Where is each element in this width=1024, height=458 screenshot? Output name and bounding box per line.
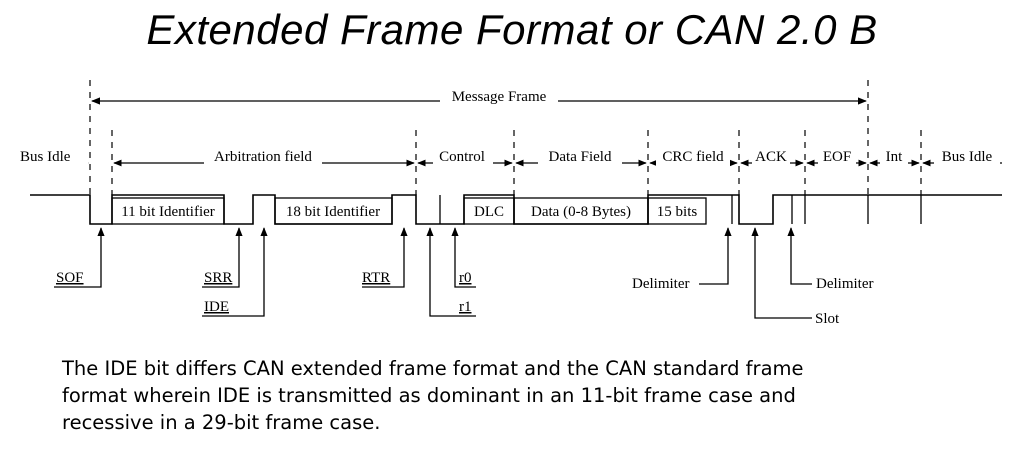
caption-line-2: format wherein IDE is transmitted as dom… bbox=[62, 384, 796, 407]
sof-label: SOF bbox=[56, 270, 84, 286]
data-field-label: Data Field bbox=[549, 149, 612, 165]
message-frame-span: Message Frame bbox=[91, 88, 867, 106]
int-label: Int bbox=[886, 149, 903, 165]
data-bytes-label: Data (0-8 Bytes) bbox=[531, 204, 631, 220]
field-box-labels: 11 bit Identifier 18 bit Identifier DLC … bbox=[121, 204, 697, 220]
bus-idle-left-label: Bus Idle bbox=[20, 149, 71, 165]
signal-waveform bbox=[30, 194, 1002, 225]
crc-delimiter-label: Delimiter bbox=[632, 276, 689, 292]
ide-label: IDE bbox=[204, 299, 229, 315]
caption-line-3: recessive in a 29-bit frame case. bbox=[62, 411, 381, 434]
id18-label: 18 bit Identifier bbox=[286, 204, 380, 220]
ack-delimiter-label: Delimiter bbox=[816, 276, 873, 292]
caption-line-1: The IDE bit differs CAN extended frame f… bbox=[62, 357, 804, 380]
arbitration-field-label: Arbitration field bbox=[214, 149, 312, 165]
caption: The IDE bit differs CAN extended frame f… bbox=[62, 355, 962, 436]
id11-label: 11 bit Identifier bbox=[121, 204, 215, 220]
control-field-label: Control bbox=[439, 149, 485, 165]
crc-field-label: CRC field bbox=[662, 149, 724, 165]
bus-idle-right-label: Bus Idle bbox=[942, 149, 993, 165]
r1-label: r1 bbox=[459, 299, 472, 315]
ack-slot-label: Slot bbox=[815, 311, 840, 327]
srr-label: SRR bbox=[204, 270, 232, 286]
rtr-label: RTR bbox=[362, 270, 390, 286]
ack-field-label: ACK bbox=[755, 149, 787, 165]
pointer-labels: SOF SRR IDE RTR r0 r1 Delimiter Delimite… bbox=[56, 270, 873, 327]
crc-bits-label: 15 bits bbox=[657, 204, 698, 220]
pointer-arrows bbox=[54, 227, 812, 319]
slide-title: Extended Frame Format or CAN 2.0 B bbox=[146, 6, 878, 53]
can-frame-diagram: Message Frame Bus Idle bbox=[18, 80, 1002, 327]
section-label-backgrounds bbox=[18, 150, 1000, 168]
r0-label: r0 bbox=[459, 270, 472, 286]
dlc-label: DLC bbox=[474, 204, 504, 220]
eof-label: EOF bbox=[823, 149, 851, 165]
message-frame-label: Message Frame bbox=[452, 89, 547, 105]
section-labels: Bus Idle Arbitration field Control Data … bbox=[20, 149, 993, 165]
field-boxes bbox=[111, 195, 922, 225]
